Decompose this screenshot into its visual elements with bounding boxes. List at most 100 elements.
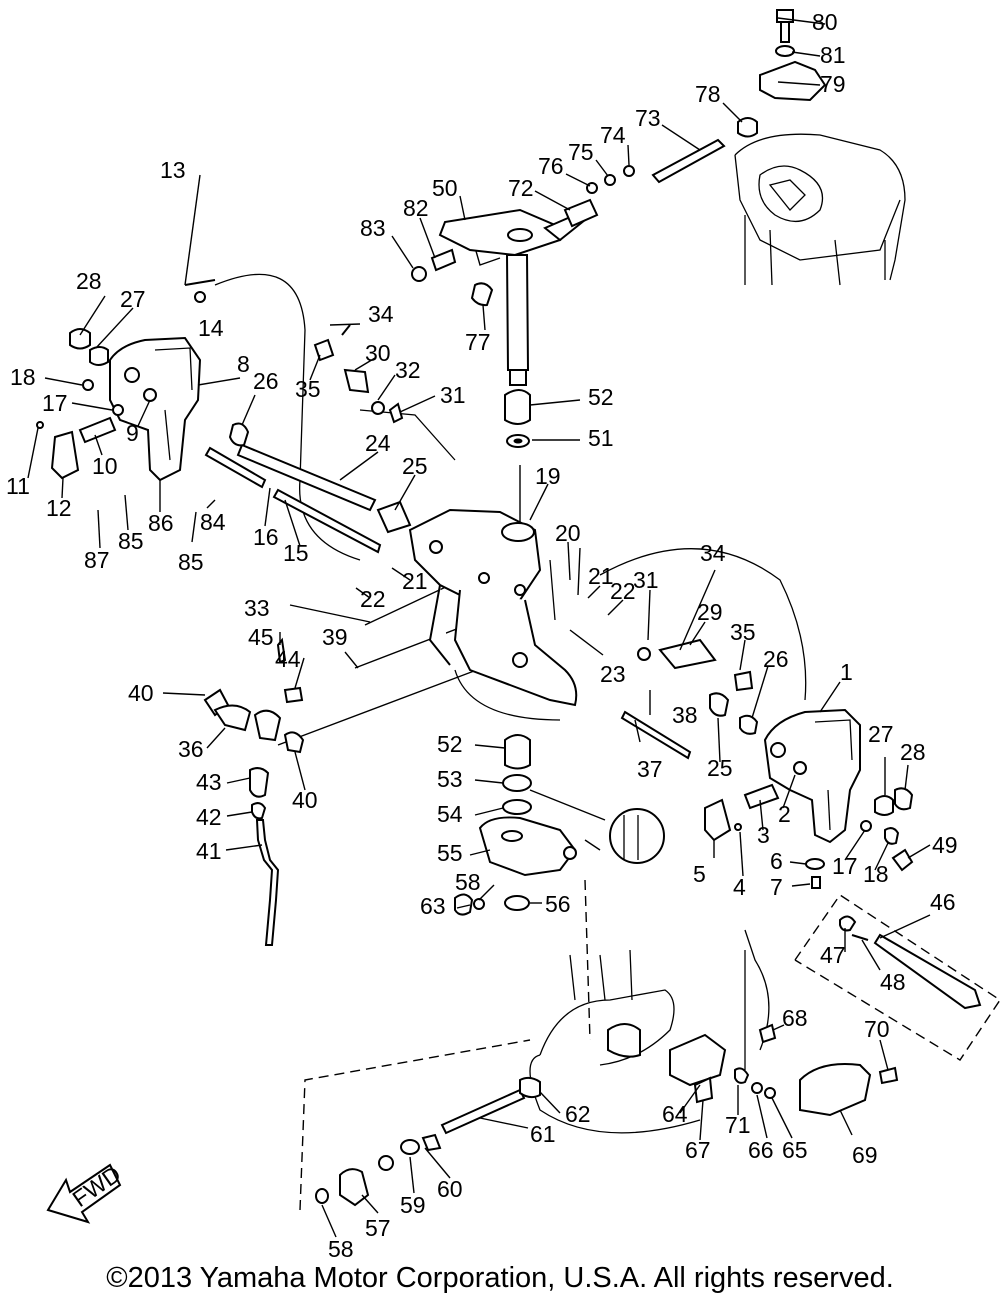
- callout-20: 20: [555, 520, 581, 546]
- callout-37: 37: [637, 756, 663, 782]
- callout-22a: 22: [360, 586, 386, 612]
- callout-34a: 34: [368, 301, 394, 327]
- callout-50: 50: [432, 175, 458, 201]
- callout-35a: 35: [295, 376, 321, 402]
- callout-9: 9: [126, 420, 139, 446]
- tilt-shafts: [204, 422, 412, 554]
- callout-57: 57: [365, 1215, 391, 1241]
- callout-4: 4: [733, 874, 746, 900]
- callout-2: 2: [778, 801, 791, 827]
- callout-26a: 26: [253, 368, 279, 394]
- callout-83: 83: [360, 215, 386, 241]
- callout-58b: 58: [328, 1236, 354, 1262]
- callout-27a: 27: [120, 286, 146, 312]
- callout-45: 45: [248, 624, 274, 650]
- callout-7: 7: [770, 874, 783, 900]
- callout-28a: 28: [76, 268, 102, 294]
- callout-22b: 22: [610, 578, 636, 604]
- callout-40b: 40: [292, 787, 318, 813]
- callout-38: 38: [672, 702, 698, 728]
- callout-48: 48: [880, 969, 906, 995]
- left-clamp-bracket: [36, 279, 216, 482]
- copyright-notice: ©2013 Yamaha Motor Corporation, U.S.A. A…: [106, 1262, 894, 1294]
- callout-17b: 17: [832, 853, 858, 879]
- callout-85b: 85: [178, 549, 204, 575]
- callout-14: 14: [198, 315, 224, 341]
- callout-35b: 35: [730, 619, 756, 645]
- right-clamp-bracket: [620, 692, 914, 889]
- callout-52a: 52: [588, 384, 614, 410]
- callout-74: 74: [600, 122, 626, 148]
- callout-67: 67: [685, 1137, 711, 1163]
- callout-75: 75: [568, 139, 594, 165]
- callout-79: 79: [820, 71, 846, 97]
- callout-84: 84: [200, 509, 226, 535]
- callout-49: 49: [932, 832, 958, 858]
- callout-24: 24: [365, 430, 391, 456]
- lower-unit-parts: [315, 949, 899, 1207]
- callout-42: 42: [196, 804, 222, 830]
- callout-33: 33: [244, 595, 270, 621]
- callout-58a: 58: [455, 869, 481, 895]
- fwd-label: FWD: [68, 1161, 126, 1212]
- callout-13: 13: [160, 157, 186, 183]
- callout-76: 76: [538, 153, 564, 179]
- callout-55: 55: [437, 840, 463, 866]
- callout-85a: 85: [118, 528, 144, 554]
- callout-87: 87: [84, 547, 110, 573]
- callout-77: 77: [465, 329, 491, 355]
- leader-curves: [214, 229, 1000, 1211]
- callout-25b: 25: [707, 755, 733, 781]
- callout-32: 32: [395, 357, 421, 383]
- callouts: 80 81 79 78 73 74 75 76 72 50 82 83 77 5…: [6, 9, 958, 1262]
- callout-51: 51: [588, 425, 614, 451]
- callout-30: 30: [365, 340, 391, 366]
- callout-70: 70: [864, 1016, 890, 1042]
- callout-54: 54: [437, 801, 463, 827]
- callout-52b: 52: [437, 731, 463, 757]
- callout-39: 39: [322, 624, 348, 650]
- callout-26b: 26: [763, 646, 789, 672]
- callout-44: 44: [275, 646, 301, 672]
- callout-36: 36: [178, 736, 204, 762]
- callout-64: 64: [662, 1101, 688, 1127]
- callout-68: 68: [782, 1005, 808, 1031]
- callout-16: 16: [253, 524, 279, 550]
- callout-78: 78: [695, 81, 721, 107]
- callout-18a: 18: [10, 364, 36, 390]
- callout-59: 59: [400, 1192, 426, 1218]
- callout-29: 29: [697, 599, 723, 625]
- callout-34b: 34: [700, 540, 726, 566]
- lock-lever-parts: [203, 637, 305, 946]
- callout-40a: 40: [128, 680, 154, 706]
- swivel-bracket: [408, 508, 578, 707]
- callout-18b: 18: [863, 861, 889, 887]
- callout-19: 19: [535, 463, 561, 489]
- steering-shaft: [438, 208, 587, 448]
- callout-46: 46: [930, 889, 956, 915]
- callout-28b: 28: [900, 739, 926, 765]
- callout-5: 5: [693, 861, 706, 887]
- callout-82: 82: [403, 195, 429, 221]
- steering-bushing-parts: [454, 734, 665, 916]
- callout-80: 80: [812, 9, 838, 35]
- callout-17a: 17: [42, 390, 68, 416]
- callout-21a: 21: [402, 568, 428, 594]
- callout-61: 61: [530, 1121, 556, 1147]
- callout-10: 10: [92, 453, 118, 479]
- callout-11: 11: [6, 473, 30, 499]
- callout-25a: 25: [402, 453, 428, 479]
- stopper-parts: [313, 324, 754, 692]
- callout-21b: 21: [588, 563, 614, 589]
- callout-23: 23: [600, 661, 626, 687]
- tiller-handle: [839, 915, 982, 1010]
- callout-66: 66: [748, 1137, 774, 1163]
- callout-71: 71: [725, 1112, 751, 1138]
- callout-62: 62: [565, 1101, 591, 1127]
- callout-86: 86: [148, 510, 174, 536]
- callout-3: 3: [757, 822, 770, 848]
- callout-73: 73: [635, 105, 661, 131]
- fwd-arrow: FWD: [46, 1161, 126, 1224]
- engine-cowling: [734, 133, 906, 286]
